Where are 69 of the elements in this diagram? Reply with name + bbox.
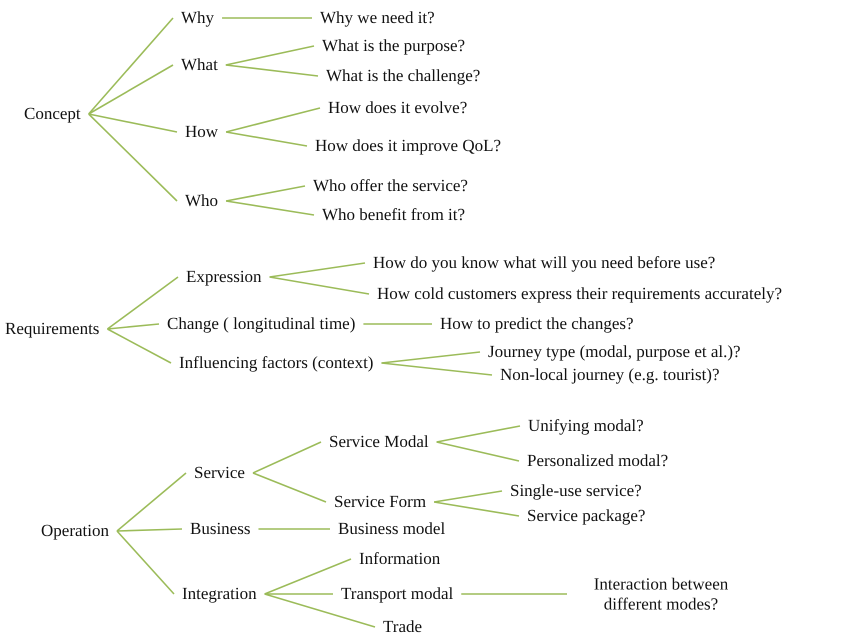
branch-label: Who benefit from it? xyxy=(314,205,474,225)
branch-label: Operation xyxy=(33,521,117,541)
connector-line xyxy=(116,472,187,532)
connector-line xyxy=(226,107,320,133)
branch-label: How does it improve QoL? xyxy=(307,136,510,156)
connector-line xyxy=(252,472,326,503)
connector-line xyxy=(258,528,330,530)
branch-label: Interaction between different modes? xyxy=(567,574,755,614)
branch-label: What is the challenge? xyxy=(318,66,488,86)
connector-line xyxy=(88,17,174,115)
connector-line xyxy=(226,45,314,66)
branch-label: Integration xyxy=(174,584,265,604)
branch-label: Why xyxy=(173,8,222,28)
connector-line xyxy=(107,328,172,364)
connector-line xyxy=(381,351,480,364)
connector-line xyxy=(264,593,376,628)
connector-line xyxy=(252,441,322,474)
branch-label: Business xyxy=(182,519,258,539)
connector-line xyxy=(226,200,314,216)
connector-line xyxy=(381,362,492,376)
branch-label: Change ( longitudinal time) xyxy=(159,314,364,334)
connector-line xyxy=(106,276,178,330)
branch-label: Non-local journey (e.g. tourist)? xyxy=(492,365,728,385)
connector-line xyxy=(226,64,318,77)
branch-label: Transport modal xyxy=(333,584,462,604)
branch-label: Service xyxy=(186,463,253,483)
branch-label: Information xyxy=(351,549,448,569)
connector-line xyxy=(461,593,567,595)
branch-label: How do you know what will you need before use? xyxy=(365,253,724,273)
branch-label: Business model xyxy=(330,519,454,539)
branch-label: Concept xyxy=(16,104,89,124)
connector-line xyxy=(116,528,182,532)
branch-label: Single-use service? xyxy=(502,481,650,501)
connector-line xyxy=(88,113,178,202)
connector-line xyxy=(107,323,160,330)
branch-label: Service package? xyxy=(519,506,654,526)
branch-label: Requirements xyxy=(0,319,108,339)
branch-label: Trade xyxy=(375,617,430,636)
branch-label: Influencing factors (context) xyxy=(171,353,382,373)
branch-label: Who xyxy=(177,191,226,211)
branch-label: What is the purpose? xyxy=(314,36,474,56)
connector-line xyxy=(434,490,502,503)
branch-label: Unifying modal? xyxy=(520,416,652,436)
connector-line xyxy=(436,441,520,462)
branch-label: Why we need it? xyxy=(312,8,443,28)
branch-label: Journey type (modal, purpose et al.)? xyxy=(480,342,749,362)
branch-label: Personalized modal? xyxy=(519,451,676,471)
branch-label: Service Modal xyxy=(321,432,437,452)
connector-line xyxy=(226,185,306,202)
connector-line xyxy=(264,593,333,595)
connector-line xyxy=(226,131,308,147)
branch-label: Service Form xyxy=(326,492,434,512)
connector-line xyxy=(116,530,175,595)
branch-label: What xyxy=(173,55,226,75)
branch-label: How cold customers express their requirements accurately? xyxy=(369,284,790,304)
connector-line xyxy=(88,64,174,115)
branch-label: How does it evolve? xyxy=(320,98,476,118)
branch-label: Who offer the service? xyxy=(305,176,476,196)
connector-line xyxy=(269,276,370,295)
branch-label: How to predict the changes? xyxy=(432,314,642,334)
branch-label: Expression xyxy=(178,267,270,287)
connector-line xyxy=(222,17,312,19)
connector-line xyxy=(264,558,352,595)
connector-line xyxy=(88,113,178,133)
connector-line xyxy=(269,262,366,278)
branch-label: How xyxy=(177,122,226,142)
connector-line xyxy=(434,501,520,517)
connector-line xyxy=(436,425,520,443)
connector-line xyxy=(363,323,432,325)
